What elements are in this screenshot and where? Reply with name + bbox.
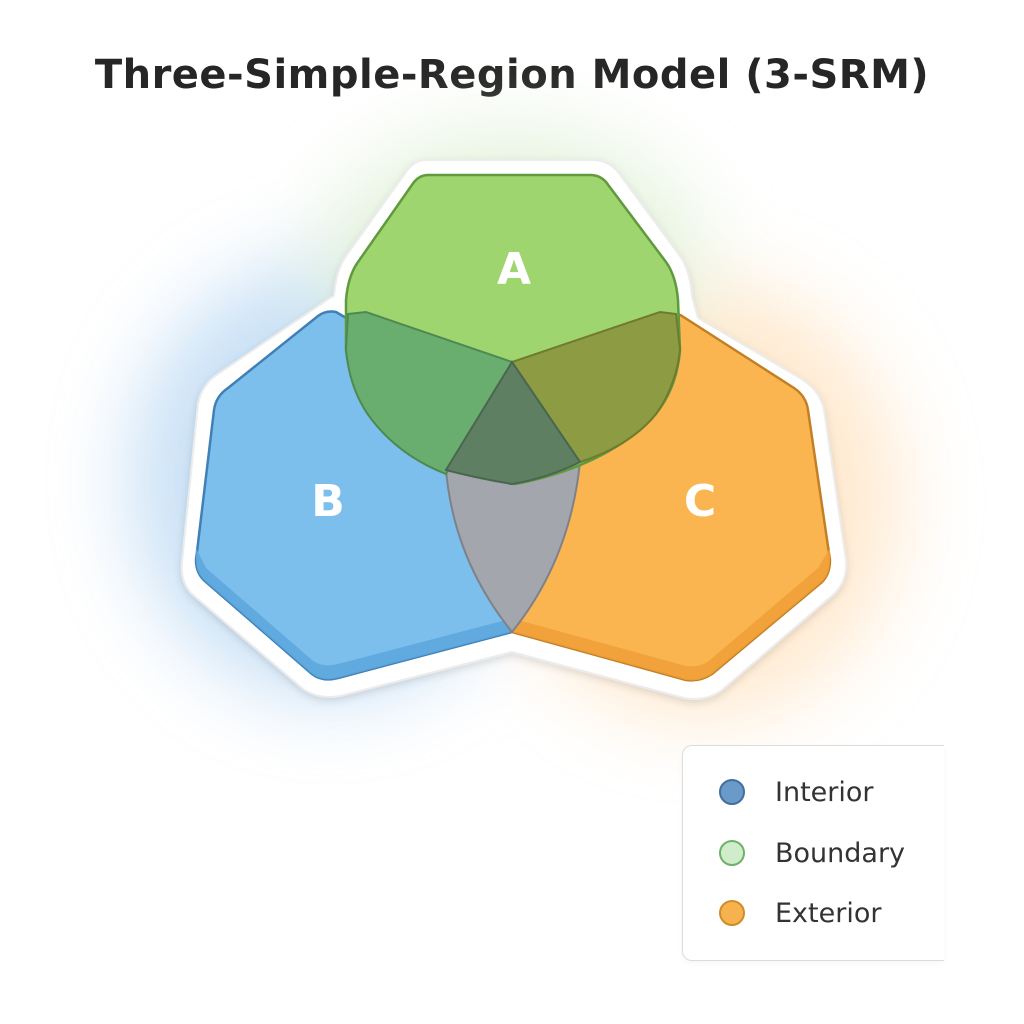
legend-label: Interior [775, 776, 874, 808]
diagram-title: Three-Simple-Region Model (3-SRM) [94, 52, 930, 98]
legend-item-boundary: Boundary [719, 835, 905, 871]
region-ab-overlap [344, 310, 514, 476]
legend-item-exterior: Exterior [719, 895, 881, 931]
legend-label: Boundary [775, 837, 906, 869]
region-a-label: A [497, 244, 531, 295]
region-c-edge [512, 548, 830, 681]
region-c-label: C [684, 476, 716, 527]
legend-label: Exterior [775, 897, 882, 929]
region-ac-overlap [510, 310, 682, 464]
exterior-swatch-icon [719, 900, 745, 926]
region-bc-overlap [444, 460, 582, 634]
legend-item-interior: Interior [719, 774, 874, 810]
region-abc-overlap [444, 360, 582, 486]
region-b-edge [196, 548, 512, 680]
region-b-label: B [311, 476, 345, 527]
interior-swatch-icon [719, 779, 745, 805]
boundary-swatch-icon [719, 840, 745, 866]
legend: Interior Boundary Exterior [682, 745, 944, 961]
